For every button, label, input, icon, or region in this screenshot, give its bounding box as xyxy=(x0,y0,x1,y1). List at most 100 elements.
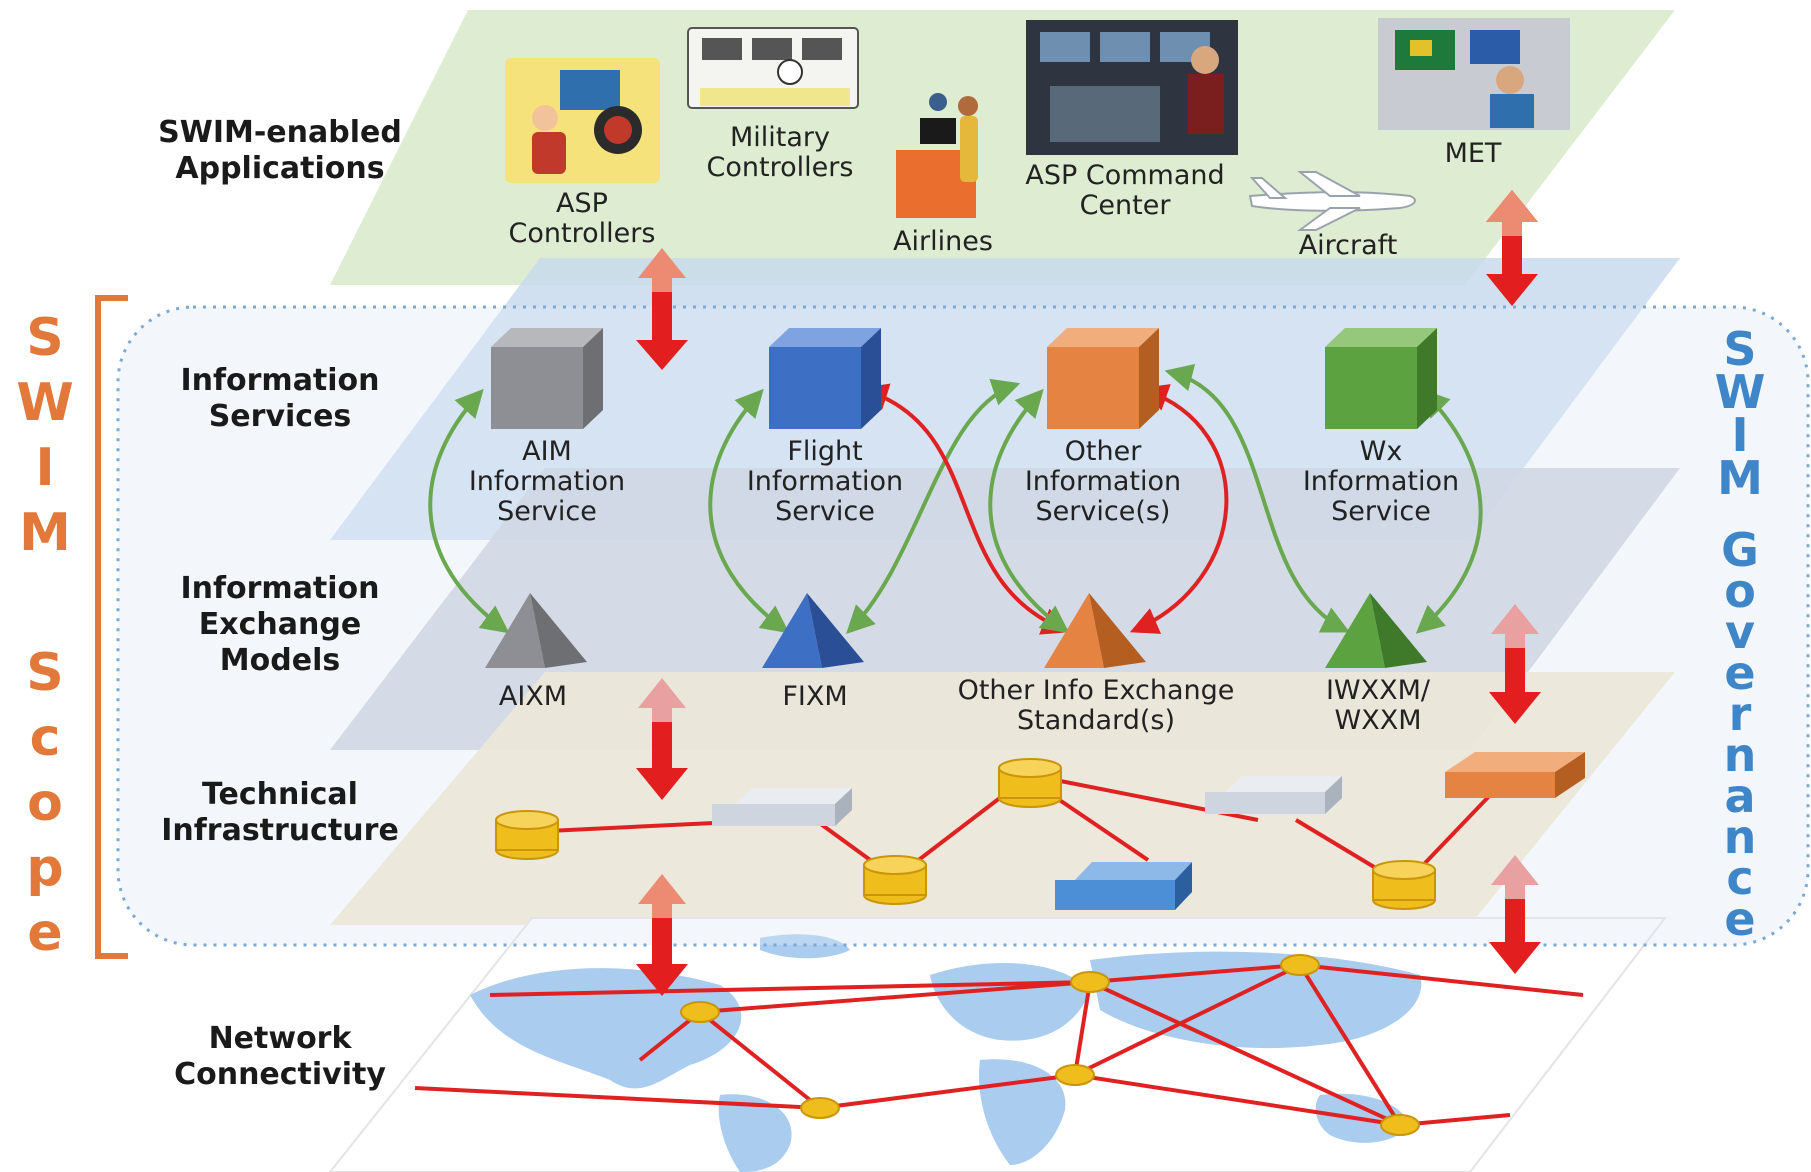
svg-text:r: r xyxy=(1729,687,1752,741)
label-line: Standard(s) xyxy=(1017,705,1175,736)
label-line: Flight xyxy=(787,436,862,467)
svg-text:n: n xyxy=(1724,728,1757,782)
swim-governance-letter: M xyxy=(1717,451,1763,505)
wx-cube xyxy=(1325,328,1437,429)
other-pyramid xyxy=(1044,593,1146,668)
swim-scope-letter: p xyxy=(26,838,63,898)
layer-title-line: Models xyxy=(220,643,340,678)
swim-scope-letter: I xyxy=(35,438,54,498)
swim-governance-label: S W I M G o v e r n a n c e xyxy=(1715,322,1766,946)
svg-text:c: c xyxy=(30,708,61,768)
label-met: MET xyxy=(1445,138,1502,169)
swim-governance-letter: c xyxy=(1726,851,1753,905)
layer-title-line: Connectivity xyxy=(174,1057,386,1092)
svg-text:S: S xyxy=(26,643,63,703)
fixm-pyramid xyxy=(762,593,864,668)
iwxxm-pyramid xyxy=(1325,593,1427,668)
military-controllers-image xyxy=(687,27,859,109)
swim-governance-letter: n xyxy=(1724,810,1757,864)
svg-text:a: a xyxy=(1724,769,1755,823)
svg-text:G: G xyxy=(1721,523,1759,577)
swim-governance-letter: a xyxy=(1724,769,1755,823)
label-line: Service xyxy=(1331,496,1431,527)
swim-governance-letter: r xyxy=(1729,687,1752,741)
svg-text:M: M xyxy=(19,503,71,563)
swim-governance-letter: I xyxy=(1731,408,1748,462)
other-cube xyxy=(1047,328,1159,429)
label-aixm: AIXM xyxy=(499,681,567,712)
layer-title-line: Applications xyxy=(175,151,384,186)
svg-text:M: M xyxy=(1717,451,1763,505)
database-icon xyxy=(1372,860,1436,910)
server-icon xyxy=(1205,776,1342,814)
arrow-gov-exchange xyxy=(1489,604,1541,724)
layer-title-line: Infrastructure xyxy=(161,813,399,848)
layer-arrows xyxy=(636,190,1541,996)
network-links xyxy=(414,963,1584,1127)
label-line: AIM xyxy=(522,436,572,467)
aixm-pyramid xyxy=(485,593,587,668)
swim-governance-letter: v xyxy=(1725,605,1755,659)
layer-title-line: Information xyxy=(180,363,379,398)
network-node xyxy=(800,1097,840,1119)
label-line: Service xyxy=(775,496,875,527)
label-line: ASP xyxy=(556,188,608,219)
layer-title-line: Exchange xyxy=(199,607,361,642)
swim-governance-letter: W xyxy=(1715,365,1766,419)
database-icons xyxy=(495,758,1436,910)
service-model-links xyxy=(428,363,1483,635)
server-icon xyxy=(712,788,852,826)
network-node xyxy=(1280,954,1320,976)
label-line: Other Info Exchange xyxy=(958,675,1235,706)
layer-title-line: Technical xyxy=(202,777,358,812)
met-image xyxy=(1378,18,1570,130)
swim-governance-letter: e xyxy=(1724,892,1755,946)
label-line: ASP Command xyxy=(1025,160,1224,191)
svg-text:o: o xyxy=(27,773,63,833)
aim-cube xyxy=(491,328,603,429)
svg-text:I: I xyxy=(35,438,54,498)
label-line: Service(s) xyxy=(1036,496,1171,527)
layer-title-line: SWIM-enabled xyxy=(158,115,402,150)
svg-text:S: S xyxy=(26,308,63,368)
arrow-met xyxy=(1486,190,1538,306)
label-line: Information xyxy=(1303,466,1459,497)
svg-text:o: o xyxy=(1724,564,1756,618)
label-fixm: FIXM xyxy=(782,681,847,712)
asp-controllers-image xyxy=(505,58,660,183)
asp-command-center-image xyxy=(1026,20,1238,155)
label-line: Information xyxy=(1025,466,1181,497)
scope-bracket xyxy=(95,295,128,959)
server-icon xyxy=(1445,752,1585,798)
swim-scope-letter: o xyxy=(27,773,63,833)
arrow-apps-services xyxy=(636,248,688,370)
swim-scope-region xyxy=(116,305,1810,947)
network-node xyxy=(1380,1114,1420,1136)
network-node xyxy=(1055,1064,1095,1086)
database-icon xyxy=(495,810,559,860)
label-line: Wx xyxy=(1360,436,1403,467)
layer-title-line: Information xyxy=(180,571,379,606)
label-iwxxm: IWXXM/WXXM xyxy=(1326,675,1431,736)
label-line: IWXXM/ xyxy=(1326,675,1431,706)
swim-governance-letter: G xyxy=(1721,523,1759,577)
svg-text:e: e xyxy=(1724,892,1755,946)
label-line: Center xyxy=(1080,190,1172,221)
label-line: Service xyxy=(497,496,597,527)
arrow-exchange-infra xyxy=(636,678,688,800)
arrow-infra-network xyxy=(636,874,688,996)
swim-scope-letter: S xyxy=(26,643,63,703)
swim-scope-letter: c xyxy=(30,708,61,768)
swim-governance-letter: S xyxy=(1723,322,1756,376)
arrow-gov-network xyxy=(1489,855,1541,974)
